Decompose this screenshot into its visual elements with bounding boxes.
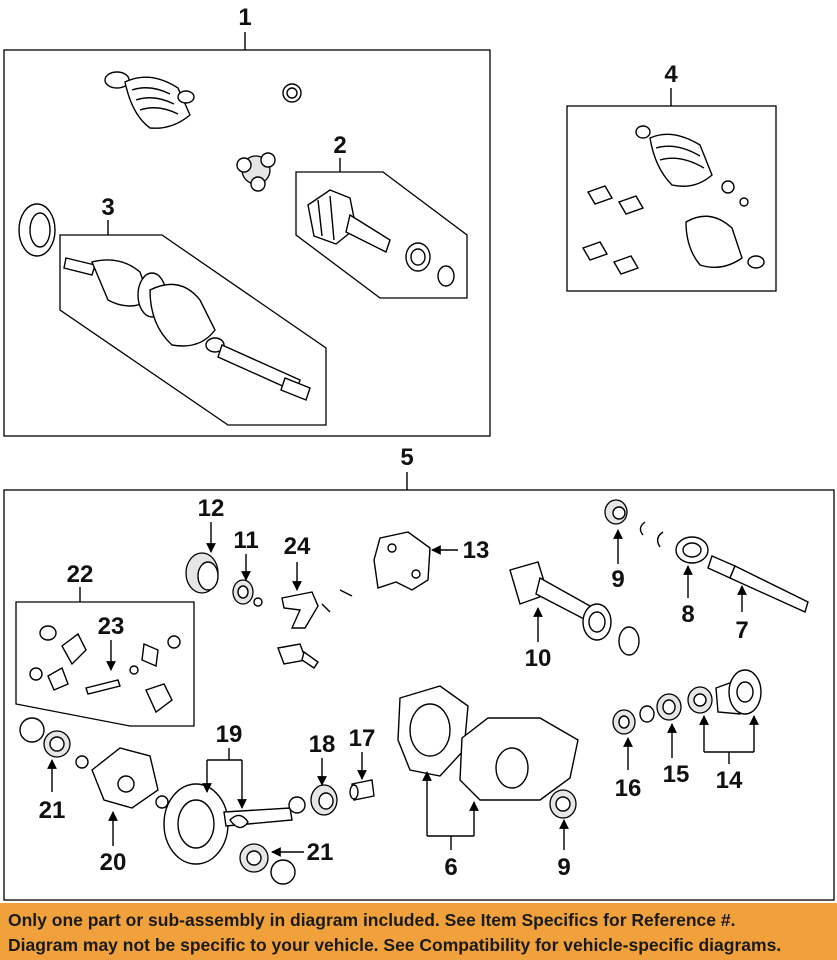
axle-housing-10 — [509, 561, 640, 656]
assembly-box-22 — [15, 601, 195, 727]
assembly-box-2 — [295, 171, 468, 299]
tripod-joint — [236, 152, 276, 192]
assembly-box-1 — [3, 49, 491, 437]
bracket-13 — [373, 531, 431, 591]
callout-8: 8 — [681, 601, 694, 628]
seal-9-top — [604, 499, 664, 548]
callout-10: 10 — [525, 645, 552, 672]
bearing-21-left — [19, 717, 89, 769]
callout-4: 4 — [664, 61, 678, 88]
callout-22: 22 — [67, 561, 94, 588]
callout-19: 19 — [216, 721, 243, 748]
drive-shaft — [63, 257, 311, 401]
differential-case-20 — [91, 747, 169, 809]
ring-pinion-19 — [163, 783, 293, 865]
callout-12: 12 — [198, 495, 225, 522]
bearing-15 — [656, 693, 682, 721]
inboard-joint — [307, 189, 455, 287]
callout-13: 13 — [463, 537, 490, 564]
assembly-box-5 — [3, 489, 835, 901]
bearing-12 — [185, 552, 219, 594]
callout-20: 20 — [100, 849, 127, 876]
callout-3: 3 — [101, 194, 114, 221]
differential-gears — [29, 625, 181, 714]
boot-kit — [104, 71, 302, 129]
boot-kit-contents — [581, 125, 765, 275]
callout-9-top: 9 — [611, 566, 624, 593]
callout-16: 16 — [615, 775, 642, 802]
parts-diagram: 1 2 3 — [3, 4, 835, 901]
yoke-24 — [277, 589, 353, 669]
callout-15: 15 — [663, 761, 690, 788]
bearing-18 — [288, 784, 338, 816]
disclaimer-line-1: Only one part or sub-assembly in diagram… — [8, 910, 736, 930]
bearing-11 — [232, 579, 263, 607]
oil-seal — [18, 203, 56, 257]
seal-16 — [612, 705, 655, 735]
axle-shaft-7 — [707, 555, 809, 613]
callout-2: 2 — [333, 132, 346, 159]
bearing-8 — [675, 536, 709, 564]
disclaimer-banner: Only one part or sub-assembly in diagram… — [0, 903, 837, 960]
bearing-21-bottom — [239, 843, 296, 885]
callout-18: 18 — [309, 731, 336, 758]
disclaimer-line-2: Diagram may not be specific to your vehi… — [8, 935, 782, 955]
assembly-box-3 — [59, 234, 327, 426]
flange-14 — [687, 669, 762, 715]
callout-17: 17 — [349, 725, 376, 752]
callout-21-bottom: 21 — [307, 839, 334, 866]
callout-23: 23 — [98, 613, 125, 640]
callout-6: 6 — [444, 854, 457, 881]
callout-7: 7 — [735, 617, 748, 644]
carrier-housing-6 — [397, 685, 579, 819]
callout-24: 24 — [284, 533, 311, 560]
callout-14: 14 — [716, 767, 743, 794]
callout-1: 1 — [238, 4, 251, 31]
spacer-17 — [349, 779, 375, 801]
callout-9-bottom: 9 — [557, 854, 570, 881]
callout-11: 11 — [233, 527, 258, 554]
callout-5: 5 — [400, 444, 413, 471]
callout-21-left: 21 — [39, 797, 66, 824]
